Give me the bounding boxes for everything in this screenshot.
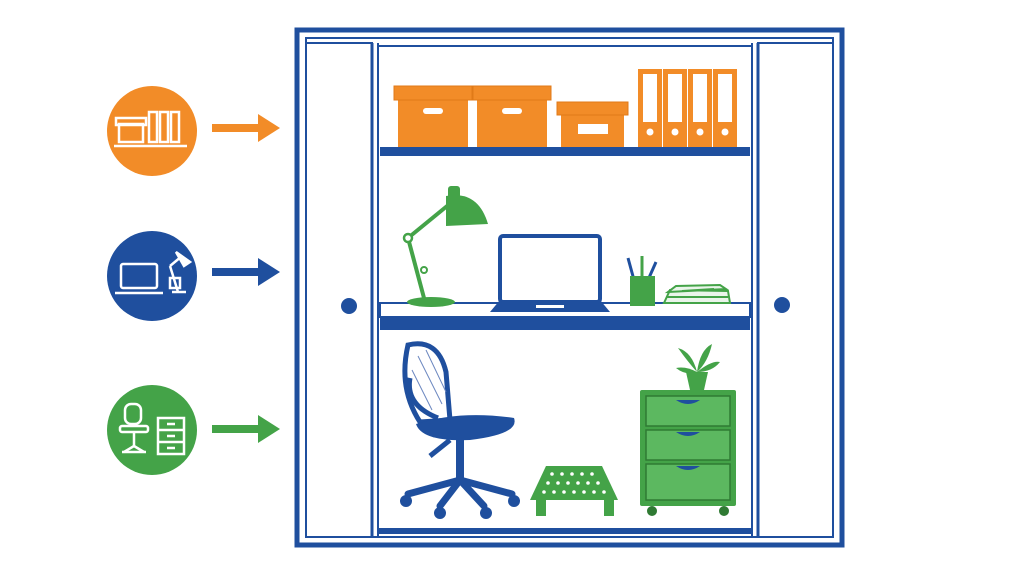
legend-workspace	[107, 231, 280, 321]
top-shelf	[380, 69, 750, 156]
legend-storage	[107, 86, 280, 176]
paper-stack-icon	[662, 283, 732, 304]
boxes-and-binders-icon	[114, 110, 187, 148]
potted-plant-icon	[676, 344, 720, 390]
storage-box-icon	[472, 85, 552, 147]
storage-box-icon	[556, 101, 629, 147]
closet	[294, 27, 845, 548]
binder-icon	[713, 69, 737, 147]
closet-floor	[378, 528, 752, 534]
legend-seating-and-filing	[107, 385, 280, 475]
laptop-icon	[490, 234, 610, 312]
legend-arrow-orange	[212, 114, 280, 142]
office-chair-icon	[400, 341, 520, 519]
legend-storage-circle	[107, 86, 197, 176]
left-door	[305, 42, 379, 538]
pencil-cup-icon	[626, 256, 658, 306]
binder-icon	[663, 69, 687, 147]
right-door-handle	[774, 297, 790, 313]
binder-icon	[638, 69, 662, 147]
right-door	[751, 42, 834, 538]
desk-lamp-icon	[402, 186, 488, 307]
binder-icon	[688, 69, 712, 147]
floor	[400, 341, 736, 519]
legend-arrow-green	[212, 415, 280, 443]
footrest-icon	[530, 466, 618, 516]
left-door-handle	[341, 298, 357, 314]
chair-and-cabinet-icon	[118, 402, 186, 456]
legend-workspace-circle	[107, 231, 197, 321]
filing-cabinet-icon	[640, 390, 736, 516]
desk-shelf	[379, 186, 751, 330]
laptop-and-lamp-icon	[115, 250, 193, 295]
legend-arrow-blue	[212, 258, 280, 286]
storage-box-icon	[393, 85, 473, 147]
